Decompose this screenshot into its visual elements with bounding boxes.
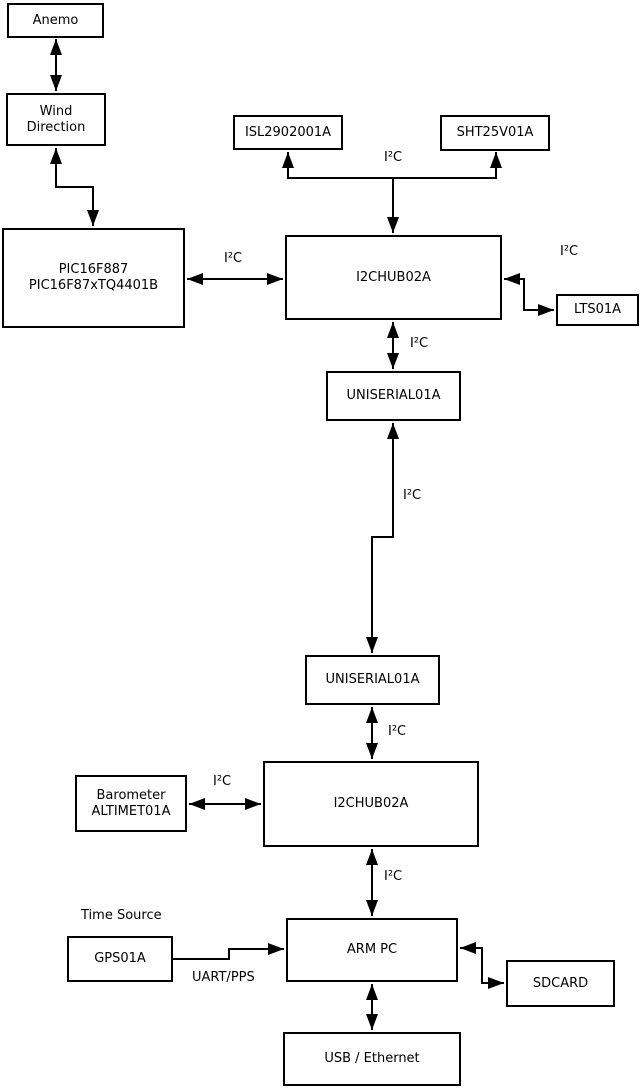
node-pic16f887-line2: PIC16F87xTQ4401B — [28, 278, 159, 293]
connector-gps-armpc — [173, 943, 284, 960]
label-time-source: Time Source — [81, 908, 162, 923]
node-wind-direction: Wind Direction — [6, 93, 106, 146]
edge-label-i2c-hub1-lts: I²C — [560, 244, 579, 259]
node-i2chub02a-2-label: I2CHUB02A — [333, 796, 409, 811]
node-anemo: Anemo — [7, 3, 104, 38]
node-sdcard-label: SDCARD — [532, 975, 589, 991]
node-wind-direction-line1: Wind — [39, 103, 73, 119]
node-uniserial01a-1-label: UNISERIAL01A — [346, 388, 441, 403]
node-lts01a: LTS01A — [556, 294, 639, 326]
node-uniserial01a-2-label: UNISERIAL01A — [325, 672, 420, 687]
node-uniserial01a-2: UNISERIAL01A — [305, 655, 440, 705]
node-i2chub02a-2: I2CHUB02A — [263, 761, 479, 847]
node-uniserial01a-1: UNISERIAL01A — [326, 371, 461, 421]
connector-i2chub1-lts — [504, 273, 554, 316]
edge-label-i2c-sensor-bus: I²C — [384, 150, 403, 165]
edge-label-i2c-pic-hub1: I²C — [224, 251, 243, 266]
node-pic16f887-line1: PIC16F887 — [58, 262, 129, 277]
edge-label-i2c-uniserial2-hub2: I²C — [388, 724, 407, 739]
node-anemo-label: Anemo — [32, 12, 79, 28]
node-isl2902001a: ISL2902001A — [233, 115, 343, 150]
node-isl2902001a-label: ISL2902001A — [244, 124, 332, 140]
node-gps01a: GPS01A — [67, 936, 173, 982]
node-arm-pc-label: ARM PC — [346, 942, 398, 957]
edge-label-i2c-hub1-uniserial1: I²C — [410, 336, 429, 351]
edge-label-uart-pps: UART/PPS — [192, 970, 255, 985]
node-barometer-line1: Barometer — [96, 787, 166, 803]
node-usb-ethernet: USB / Ethernet — [283, 1032, 461, 1086]
node-sdcard: SDCARD — [506, 960, 615, 1007]
node-barometer-line2: ALTIMET01A — [91, 803, 171, 819]
node-i2chub02a-1: I2CHUB02A — [285, 235, 502, 320]
edge-label-i2c-barometer-hub2: I²C — [213, 774, 232, 789]
node-wind-direction-line2: Direction — [26, 119, 86, 135]
node-arm-pc: ARM PC — [286, 918, 458, 982]
node-i2chub02a-1-label: I2CHUB02A — [356, 269, 431, 285]
node-barometer-altimet01a: Barometer ALTIMET01A — [75, 775, 187, 832]
connector-winddirection-pic — [50, 148, 99, 226]
node-pic16f887: PIC16F887 PIC16F87xTQ4401B — [2, 228, 185, 328]
edge-label-i2c-uniserial-link: I²C — [403, 488, 422, 503]
node-gps01a-label: GPS01A — [94, 951, 146, 966]
node-sht25v01a-label: SHT25V01A — [456, 125, 534, 140]
connector-uniserial1-uniserial2 — [366, 423, 399, 653]
node-lts01a-label: LTS01A — [573, 302, 622, 317]
connector-armpc-sdcard — [460, 942, 504, 989]
node-usb-ethernet-label: USB / Ethernet — [324, 1051, 420, 1066]
edge-label-i2c-hub2-armpc: I²C — [384, 869, 403, 884]
node-sht25v01a: SHT25V01A — [440, 115, 550, 151]
